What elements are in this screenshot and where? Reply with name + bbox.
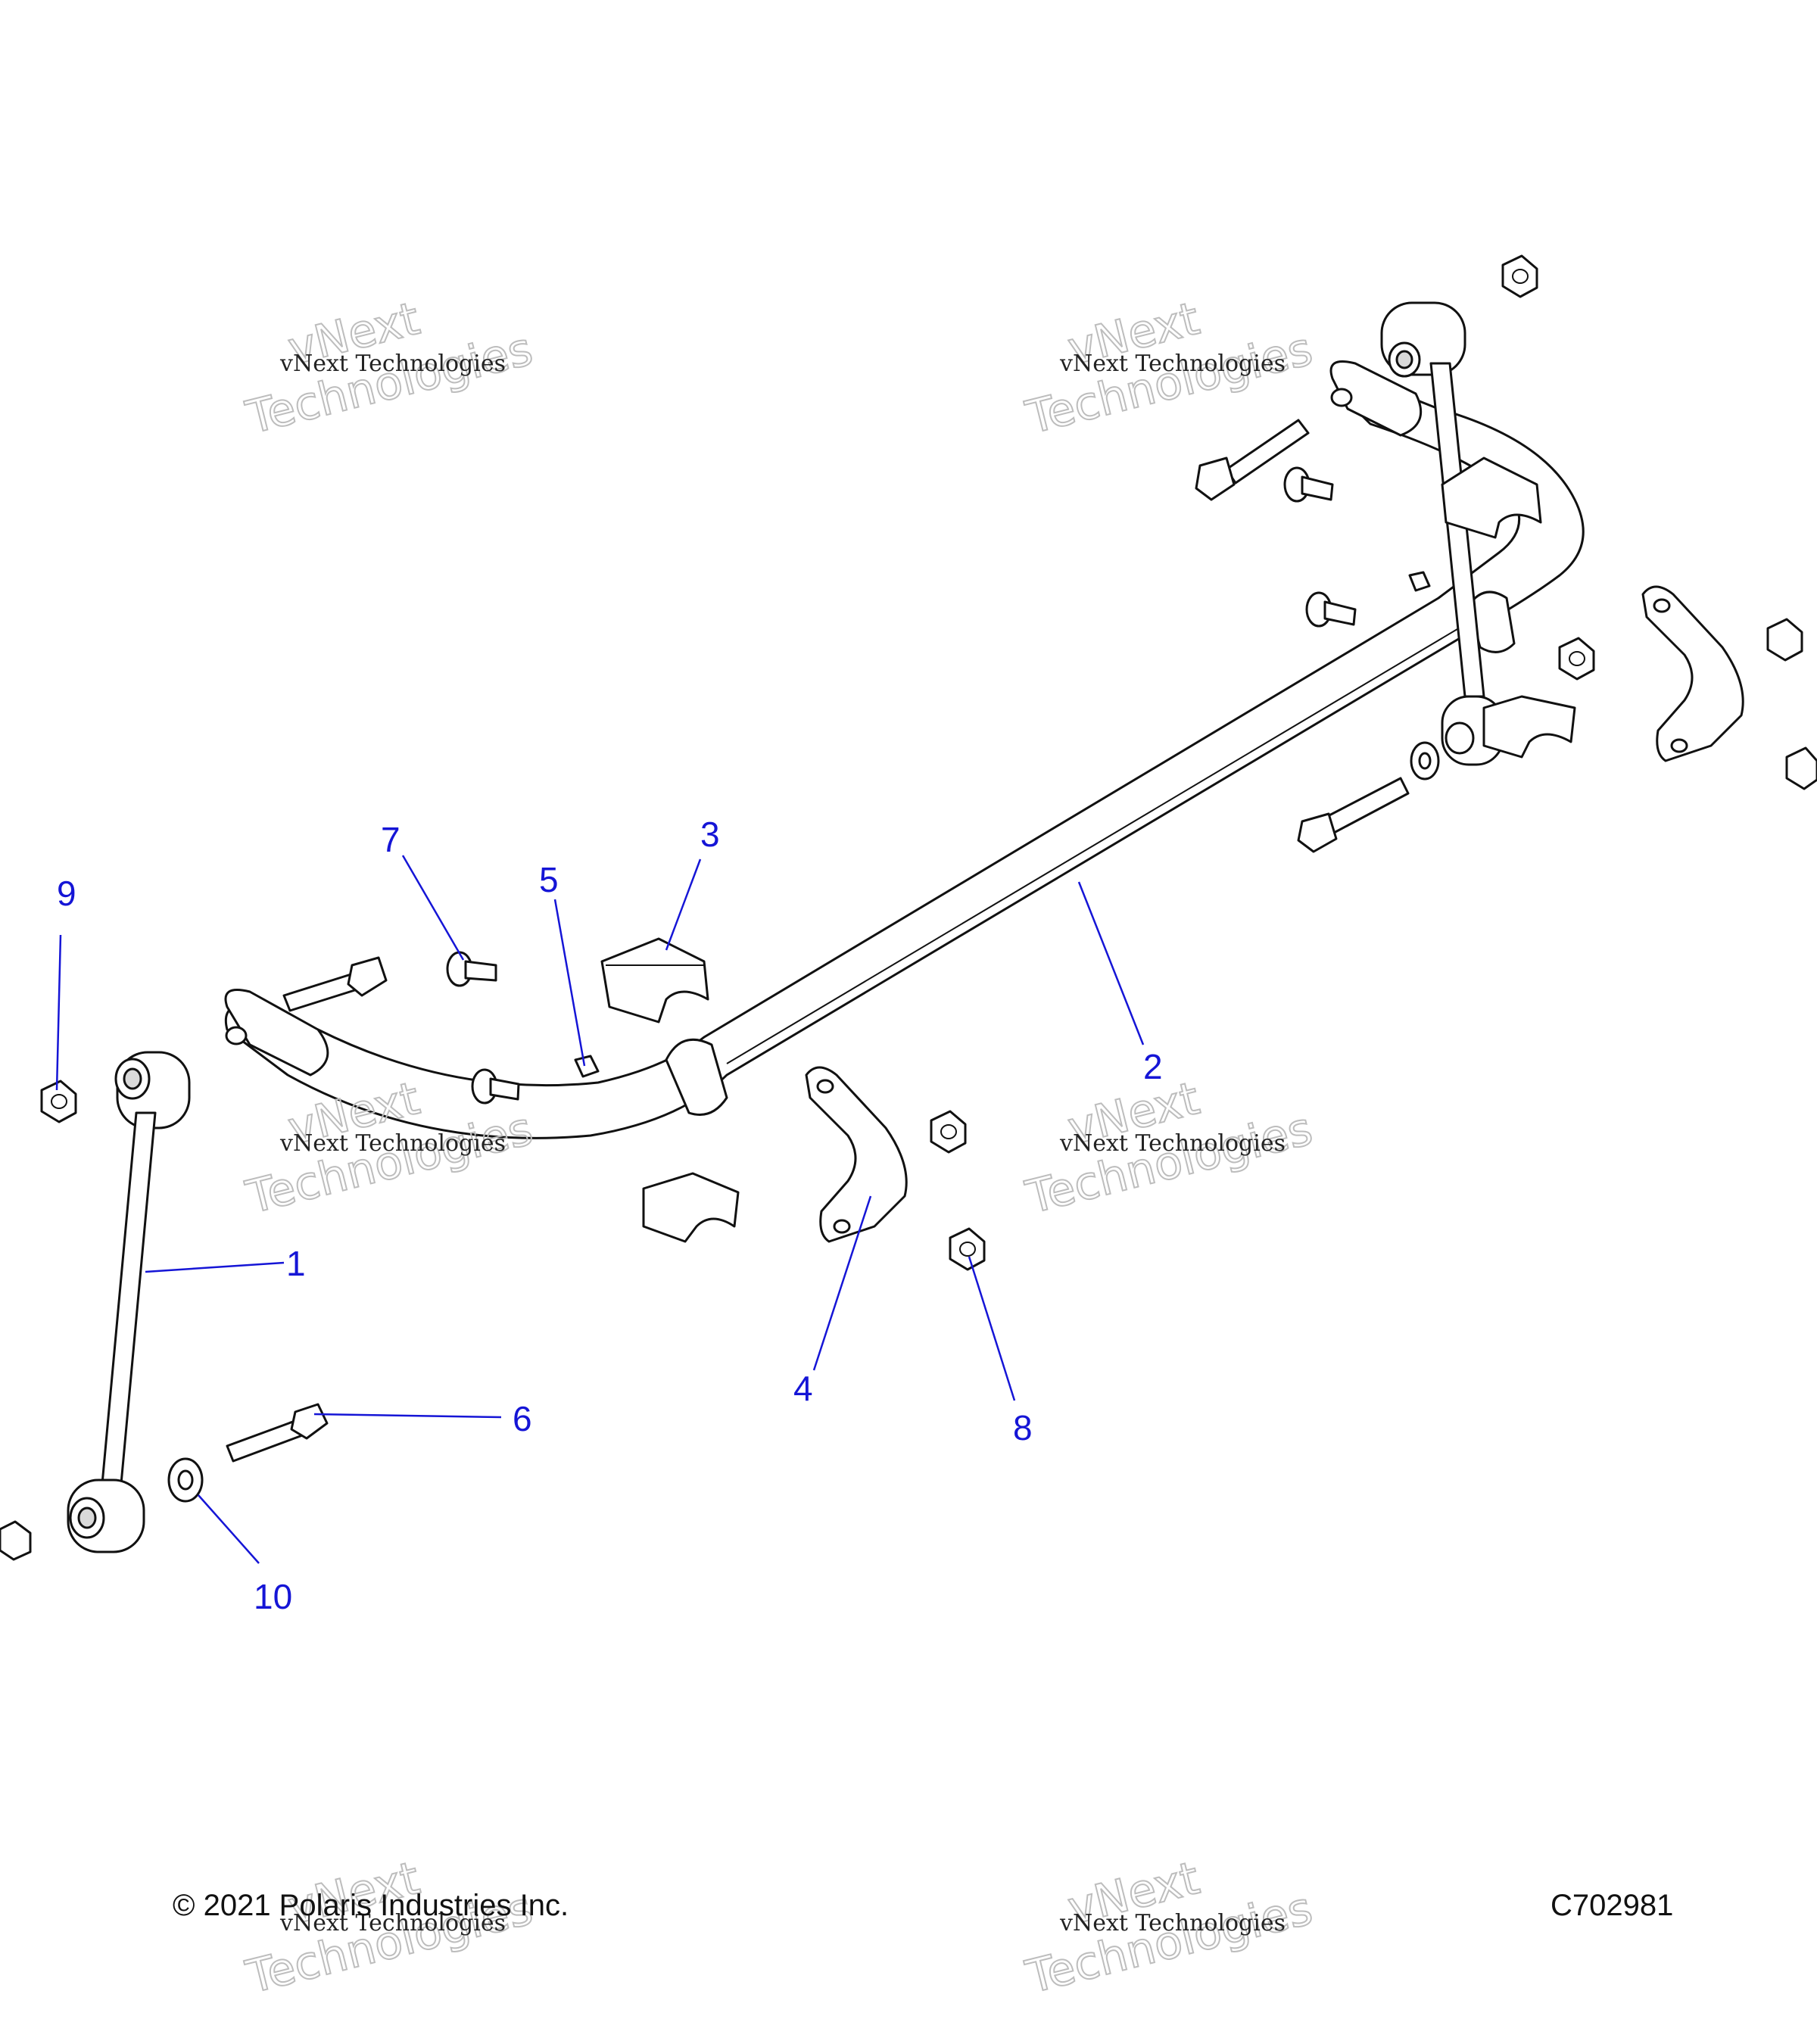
- nut-right-mid: [1558, 637, 1595, 681]
- screw-left-lower: [471, 1068, 520, 1105]
- callout-5: 5: [539, 860, 559, 899]
- stabilizer-link-left: [67, 1051, 191, 1553]
- screw-right-upper: [1283, 466, 1334, 503]
- watermark-bottom-right: vNext Technologies vNext Technologies: [1020, 1851, 1318, 2005]
- leader-6: [313, 1413, 502, 1419]
- clamp-right: [1641, 585, 1744, 762]
- leader-7: [401, 855, 465, 961]
- leader-2: [1077, 881, 1145, 1045]
- nut-center-upper: [930, 1110, 967, 1154]
- stabilizer-bar: [224, 360, 1585, 1139]
- washer-right: [1410, 741, 1440, 781]
- leader-lines: [55, 855, 1145, 1564]
- callout-9: 9: [57, 874, 76, 913]
- bolt-right-lower: [1297, 777, 1410, 853]
- callout-8: 8: [1013, 1408, 1033, 1447]
- leader-3: [665, 858, 702, 951]
- grease-fitting-left: [574, 1055, 600, 1078]
- bushing-upper-left: [600, 937, 709, 1024]
- watermark-top-right: vNext Technologies vNext Technologies: [1020, 291, 1318, 445]
- washer-left: [167, 1457, 204, 1503]
- callout-labels: 1 2 3 4 5 6 7 8 9 10: [57, 815, 1163, 1616]
- leader-10: [198, 1494, 260, 1564]
- callout-4: 4: [793, 1369, 813, 1408]
- svg-text:vNext Technologies: vNext Technologies: [279, 351, 506, 377]
- diagram-code: C702981: [1551, 1889, 1673, 1922]
- bushing-lower-right: [1482, 695, 1576, 759]
- svg-text:vNext Technologies: vNext Technologies: [279, 1130, 506, 1157]
- svg-text:vNext Technologies: vNext Technologies: [1059, 351, 1286, 377]
- callout-6: 6: [513, 1399, 532, 1438]
- nut-far-right-upper: [1766, 618, 1803, 662]
- svg-text:vNext Technologies: vNext Technologies: [1059, 1130, 1286, 1157]
- copyright-text: © 2021 Polaris Industries Inc.: [173, 1889, 569, 1922]
- nut-8-center-lower: [949, 1227, 986, 1271]
- grease-fitting-right: [1408, 571, 1431, 592]
- nut-9-left: [40, 1080, 77, 1123]
- svg-text:vNext Technologies: vNext Technologies: [279, 1910, 506, 1937]
- screw-left-upper: [446, 951, 497, 987]
- svg-text:vNext Technologies: vNext Technologies: [1059, 1910, 1286, 1937]
- screw-right-lower: [1305, 591, 1357, 628]
- callout-10: 10: [254, 1577, 292, 1616]
- leader-5: [553, 899, 586, 1067]
- bolt-left-lower: [226, 1403, 329, 1463]
- watermark-top-left: vNext Technologies vNext Technologies: [240, 291, 538, 445]
- callout-3: 3: [700, 815, 720, 854]
- nut-far-right-lower: [1785, 746, 1817, 790]
- bolt-right-upper: [1195, 419, 1310, 501]
- leader-4: [812, 1195, 872, 1371]
- clamp-left: [805, 1066, 908, 1243]
- nut-top-right: [1501, 254, 1538, 298]
- callout-7: 7: [381, 820, 400, 859]
- bushing-upper-right: [1441, 456, 1542, 539]
- leader-9: [55, 934, 62, 1091]
- callout-1: 1: [286, 1244, 306, 1283]
- nut-bottom-left: [0, 1520, 32, 1561]
- leader-8: [968, 1256, 1016, 1401]
- bolt-left-upper: [282, 956, 388, 1012]
- callout-2: 2: [1143, 1047, 1163, 1086]
- bushing-lower-left: [642, 1172, 740, 1243]
- leader-1: [145, 1261, 285, 1273]
